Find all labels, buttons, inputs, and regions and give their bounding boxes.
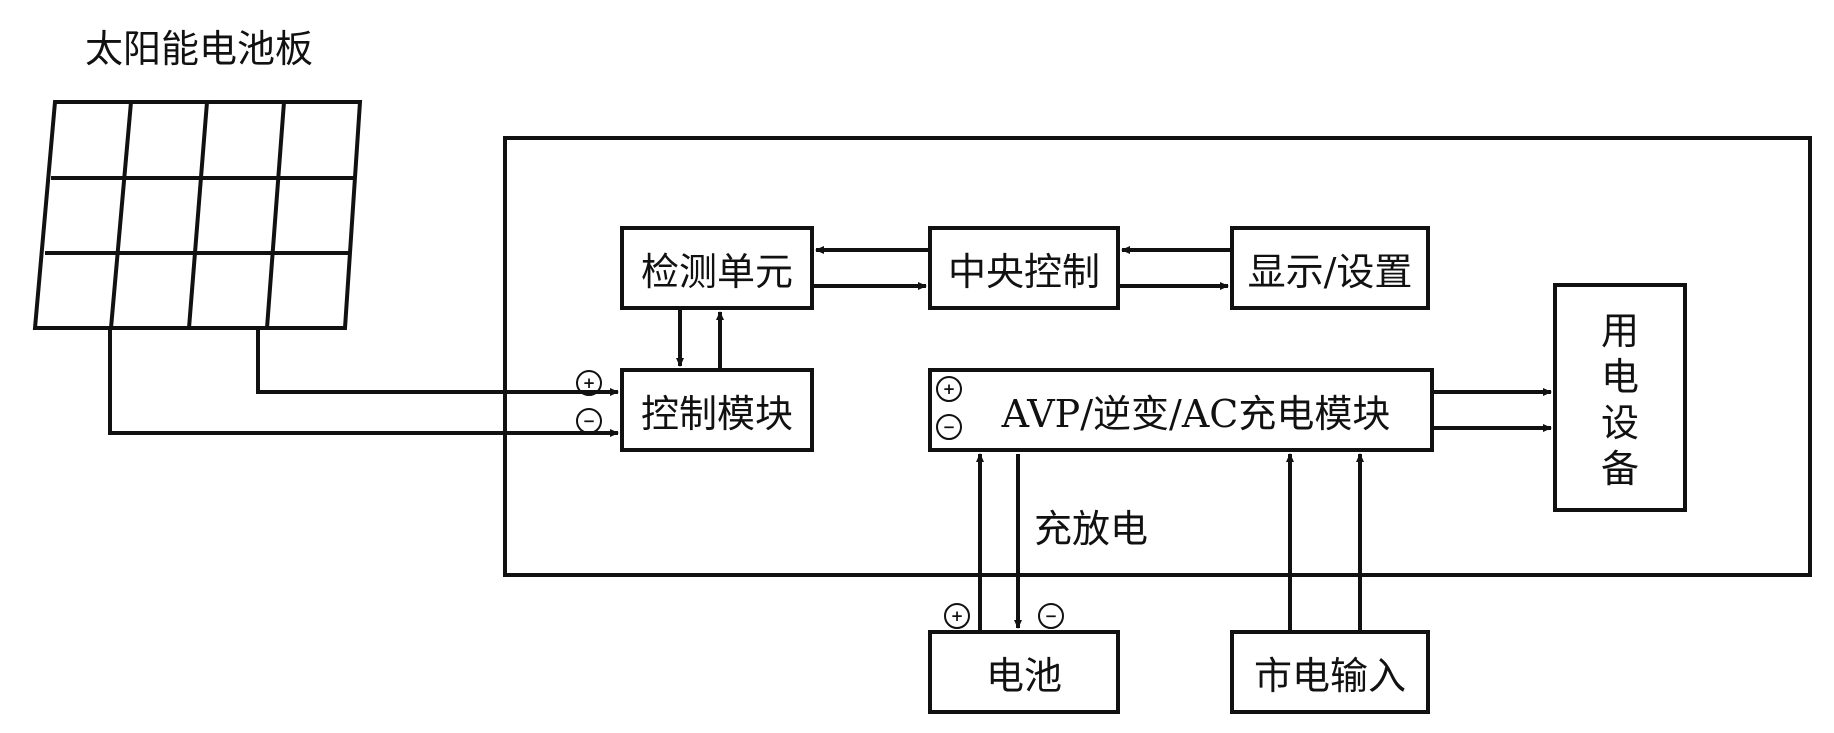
device-char-1: 用 <box>1600 309 1639 353</box>
electrical-device-box <box>1553 283 1687 512</box>
wire-solar-negative <box>108 328 619 437</box>
central-control-box <box>928 226 1120 310</box>
avp-module-label: AVP/逆变/AC充电模块 <box>1001 391 1391 436</box>
solar-panel-title: 太阳能电池板 <box>85 27 314 71</box>
battery-negative-marker: − <box>1038 603 1064 629</box>
control-negative-marker: − <box>576 408 602 434</box>
detect-unit-label: 检测单元 <box>640 249 793 294</box>
control-module-box <box>620 368 814 452</box>
wire-solar-positive <box>256 328 619 396</box>
detect-unit-box <box>620 226 814 310</box>
device-char-4: 备 <box>1600 447 1639 491</box>
battery-box <box>928 630 1120 714</box>
mains-input-box <box>1230 630 1430 714</box>
avp-module-box <box>928 368 1434 452</box>
control-module-label: 控制模块 <box>640 391 793 436</box>
avp-positive-marker: + <box>936 376 962 402</box>
avp-negative-marker: − <box>936 414 962 440</box>
solar-panel-grid <box>32 100 363 330</box>
control-positive-marker: + <box>576 370 602 396</box>
device-char-3: 设 <box>1600 401 1639 445</box>
battery-label: 电池 <box>985 653 1062 698</box>
device-char-2: 电 <box>1600 355 1639 399</box>
battery-positive-marker: + <box>944 603 970 629</box>
system-enclosure <box>503 136 1812 577</box>
central-control-label: 中央控制 <box>947 249 1100 294</box>
electrical-device-label: 用 电 设 备 <box>1555 290 1685 510</box>
mains-input-label: 市电输入 <box>1253 653 1406 698</box>
charge-discharge-label: 充放电 <box>1034 507 1149 551</box>
display-settings-box <box>1230 226 1430 310</box>
display-settings-label: 显示/设置 <box>1247 249 1413 294</box>
